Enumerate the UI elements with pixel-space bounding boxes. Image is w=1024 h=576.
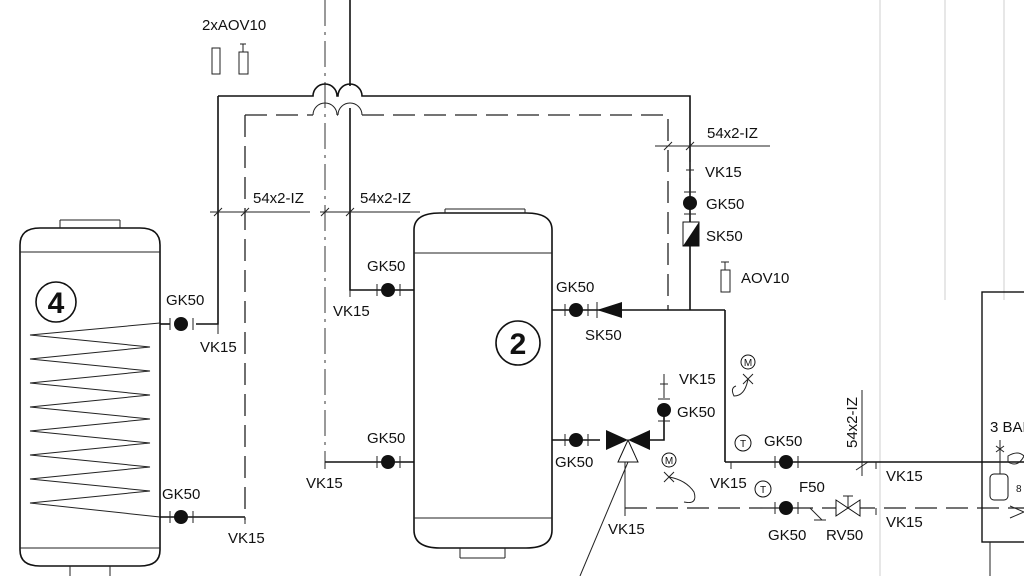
pipe-bridge (312, 102, 363, 116)
rv50-label: RV50 (826, 527, 863, 544)
tank-number-circle (35, 281, 77, 323)
gk50-label: GK50 (677, 404, 715, 421)
aov-double-vent: 2xAOV10 (202, 17, 266, 75)
pipe-crossover (218, 83, 691, 310)
gk50-label: GK50 (367, 430, 405, 447)
tank-2: 2 (413, 208, 553, 559)
motor-actuator: M (731, 354, 756, 397)
sk50-label: SK50 (585, 327, 622, 344)
gk50-label: GK50 (768, 527, 806, 544)
gk50-valve (169, 510, 194, 524)
gk50-label: GK50 (764, 433, 802, 450)
gk50-valve (774, 455, 799, 469)
heating-coil (29, 322, 161, 518)
sk50-label: SK50 (706, 228, 743, 245)
motor-label: M (665, 456, 673, 467)
vk15-label: VK15 (200, 339, 237, 356)
vk15-label: VK15 (608, 521, 645, 538)
vk15-label: VK15 (333, 303, 370, 320)
aov-label: AOV10 (741, 270, 789, 287)
tank-2-number: 2 (510, 328, 527, 361)
gk50-valve (657, 398, 671, 422)
gk50-label: GK50 (162, 486, 200, 503)
pipe-size-label: 54x2-IZ (707, 125, 758, 142)
pipe-size-label: 54x2-IZ (360, 190, 411, 207)
vk15-label: VK15 (705, 164, 742, 181)
temperature-sensor: T (754, 480, 772, 498)
gk50-label: GK50 (556, 279, 594, 296)
tank-4-number: 4 (48, 287, 65, 320)
gk50-label: GK50 (367, 258, 405, 275)
f50-label: F50 (799, 479, 825, 496)
temperature-sensor: T (734, 434, 752, 452)
vk15-label: VK15 (228, 530, 265, 547)
gk50-valve (169, 317, 194, 331)
gk50-valve (564, 303, 589, 317)
sk50-check-valve (596, 302, 622, 318)
vk15-label: VK15 (886, 514, 923, 531)
boiler-unit: 3 BAR 8 (981, 291, 1024, 576)
gk50-valve (774, 501, 799, 515)
rv50-balancing-valve (835, 495, 861, 517)
vk15-label: VK15 (306, 475, 343, 492)
sensor-label: T (760, 485, 766, 496)
motor-label: M (744, 358, 752, 369)
three-way-mixing-valve (606, 430, 650, 463)
expansion-vessel: 8 (989, 473, 1022, 501)
pipe-tank4-supply (196, 96, 219, 325)
vk15-label: VK15 (679, 371, 716, 388)
gk50-valve (683, 191, 697, 215)
sk50-check-valve (682, 221, 700, 247)
motor-actuator: M (661, 452, 696, 503)
strainer-filter (809, 507, 826, 521)
gk50-label: GK50 (555, 454, 593, 471)
vk15-label: VK15 (710, 475, 747, 492)
gk50-valve (376, 455, 401, 469)
gk50-label: GK50 (706, 196, 744, 213)
pipe-size-label-vertical: 54x2-IZ (844, 397, 861, 448)
tank-number-circle (495, 320, 541, 366)
gk50-label: GK50 (166, 292, 204, 309)
gk50-valve (564, 433, 589, 447)
gk50-valve (376, 283, 401, 297)
aov-double-label: 2xAOV10 (202, 17, 266, 34)
tank-4: 4 (19, 219, 161, 576)
aov-vent (720, 261, 731, 293)
sensor-label: T (740, 439, 746, 450)
pressure-label: 3 BAR (990, 419, 1024, 436)
vessel-label: 8 (1016, 484, 1022, 495)
vk15-label: VK15 (886, 468, 923, 485)
pipe-size-label: 54x2-IZ (253, 190, 304, 207)
